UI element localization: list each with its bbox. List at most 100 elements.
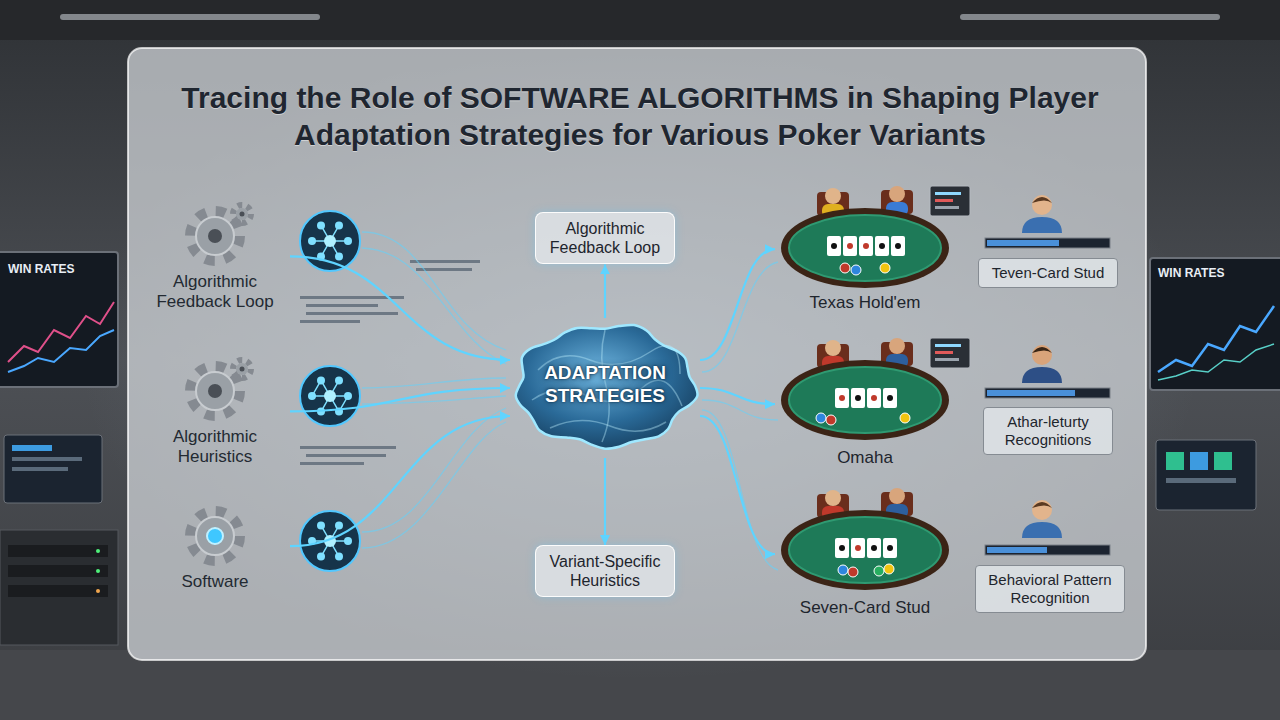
room-background — [0, 0, 1280, 40]
poker-table — [891, 236, 905, 256]
player-avatar — [1032, 500, 1052, 520]
network-icon — [317, 376, 325, 384]
hud-overlay — [935, 192, 961, 195]
code-snippet — [306, 454, 386, 457]
player-panel: Teven-Card Stud — [978, 258, 1118, 288]
player-panel: Behavioral Pattern Recognition — [975, 565, 1125, 613]
poker-table — [781, 510, 949, 590]
poker-table — [826, 415, 836, 425]
poker-table — [871, 395, 877, 401]
poker-table — [789, 367, 941, 433]
box-label: Algorithmic Feedback Loop — [546, 219, 664, 257]
gear-icon — [240, 212, 245, 217]
network-icon — [300, 511, 360, 571]
poker-table — [855, 545, 861, 551]
hud-overlay — [930, 186, 970, 368]
gear-icon — [191, 367, 239, 415]
code-snippet — [306, 312, 398, 315]
code-snippet — [306, 304, 378, 307]
poker-table — [887, 545, 893, 551]
progress-bar — [987, 390, 1075, 396]
gear-label: Algorithmic Feedback Loop — [140, 272, 290, 313]
desk-equipment — [96, 569, 100, 573]
variant-label: Texas Hold'em — [775, 293, 955, 313]
poker-table-node: Seven-Card Stud — [775, 490, 955, 618]
panel-label: Behavioral Pattern Recognition — [984, 571, 1116, 607]
win-rate-monitor — [8, 330, 114, 372]
poker-table — [827, 236, 841, 256]
network-icon — [300, 366, 360, 426]
poker-table — [889, 338, 905, 354]
poker-table — [859, 236, 873, 256]
network-icon — [317, 221, 325, 229]
gear-icon — [207, 528, 223, 544]
player-panel: Athar-leturty Recognitions — [983, 407, 1113, 455]
poker-table — [883, 538, 897, 558]
flow-connector — [290, 388, 510, 411]
data-flow-lines — [362, 232, 778, 570]
gear-node: Software — [140, 500, 290, 592]
poker-table — [781, 488, 949, 590]
desk-equipment — [12, 445, 52, 451]
win-rate-monitor — [1150, 258, 1280, 390]
poker-table — [789, 215, 941, 281]
desk-equipment — [12, 457, 82, 461]
flow-connector — [290, 256, 510, 360]
poker-table — [895, 243, 901, 249]
poker-table — [835, 538, 849, 558]
poker-table — [848, 567, 858, 577]
diagram-title: Tracing the Role of SOFTWARE ALGORITHMS … — [140, 80, 1140, 153]
poker-table — [867, 388, 881, 408]
gear-icon — [233, 360, 251, 378]
poker-table — [889, 488, 905, 504]
player-avatar — [1032, 347, 1052, 353]
panel-label: Athar-leturty Recognitions — [992, 413, 1104, 449]
poker-table — [889, 186, 905, 202]
gear-icon — [196, 517, 234, 555]
network-icon — [335, 376, 343, 384]
network-icon — [335, 521, 343, 529]
player-avatar — [1032, 197, 1052, 203]
poker-table — [825, 490, 841, 506]
poker-table — [871, 545, 877, 551]
desk-equipment — [8, 585, 108, 597]
poker-table — [838, 565, 848, 575]
poker-table — [843, 236, 857, 256]
player-avatar — [1032, 502, 1052, 508]
hud-overlay — [935, 199, 953, 202]
data-flow-lines — [362, 248, 506, 364]
hud-overlay — [935, 358, 959, 361]
screen-label: WIN RATES — [8, 262, 74, 276]
desk-equipment — [0, 530, 118, 645]
poker-table — [781, 360, 949, 440]
flow-connector — [700, 388, 775, 404]
poker-table — [825, 188, 841, 204]
gear-icon — [191, 205, 251, 260]
process-box: Variant-Specific Heuristics — [535, 545, 675, 597]
gear-label: Software — [140, 572, 290, 592]
desk-equipment — [96, 589, 100, 593]
gear-icon — [208, 384, 222, 398]
desk-equipment — [8, 565, 108, 577]
network-icon — [308, 392, 316, 400]
screen-label: WIN RATES — [1158, 266, 1224, 280]
poker-table — [863, 243, 869, 249]
progress-bar — [987, 547, 1047, 553]
hud-overlay — [930, 338, 970, 368]
brain-label: ADAPTATION STRATEGIES — [530, 362, 680, 408]
data-flow-lines — [702, 410, 778, 570]
panel-label: Teven-Card Stud — [987, 264, 1109, 282]
poker-table — [851, 388, 865, 408]
gear-icon — [191, 360, 251, 415]
gear-icon — [191, 212, 239, 260]
code-snippet — [300, 446, 396, 449]
gear-icon — [233, 360, 251, 378]
code-snippet — [300, 462, 364, 465]
network-icon — [317, 553, 325, 561]
brain-outline — [516, 325, 698, 449]
network-icon — [308, 237, 316, 245]
data-flow-lines — [362, 422, 506, 548]
poker-table — [781, 208, 949, 288]
poker-table — [789, 517, 941, 583]
